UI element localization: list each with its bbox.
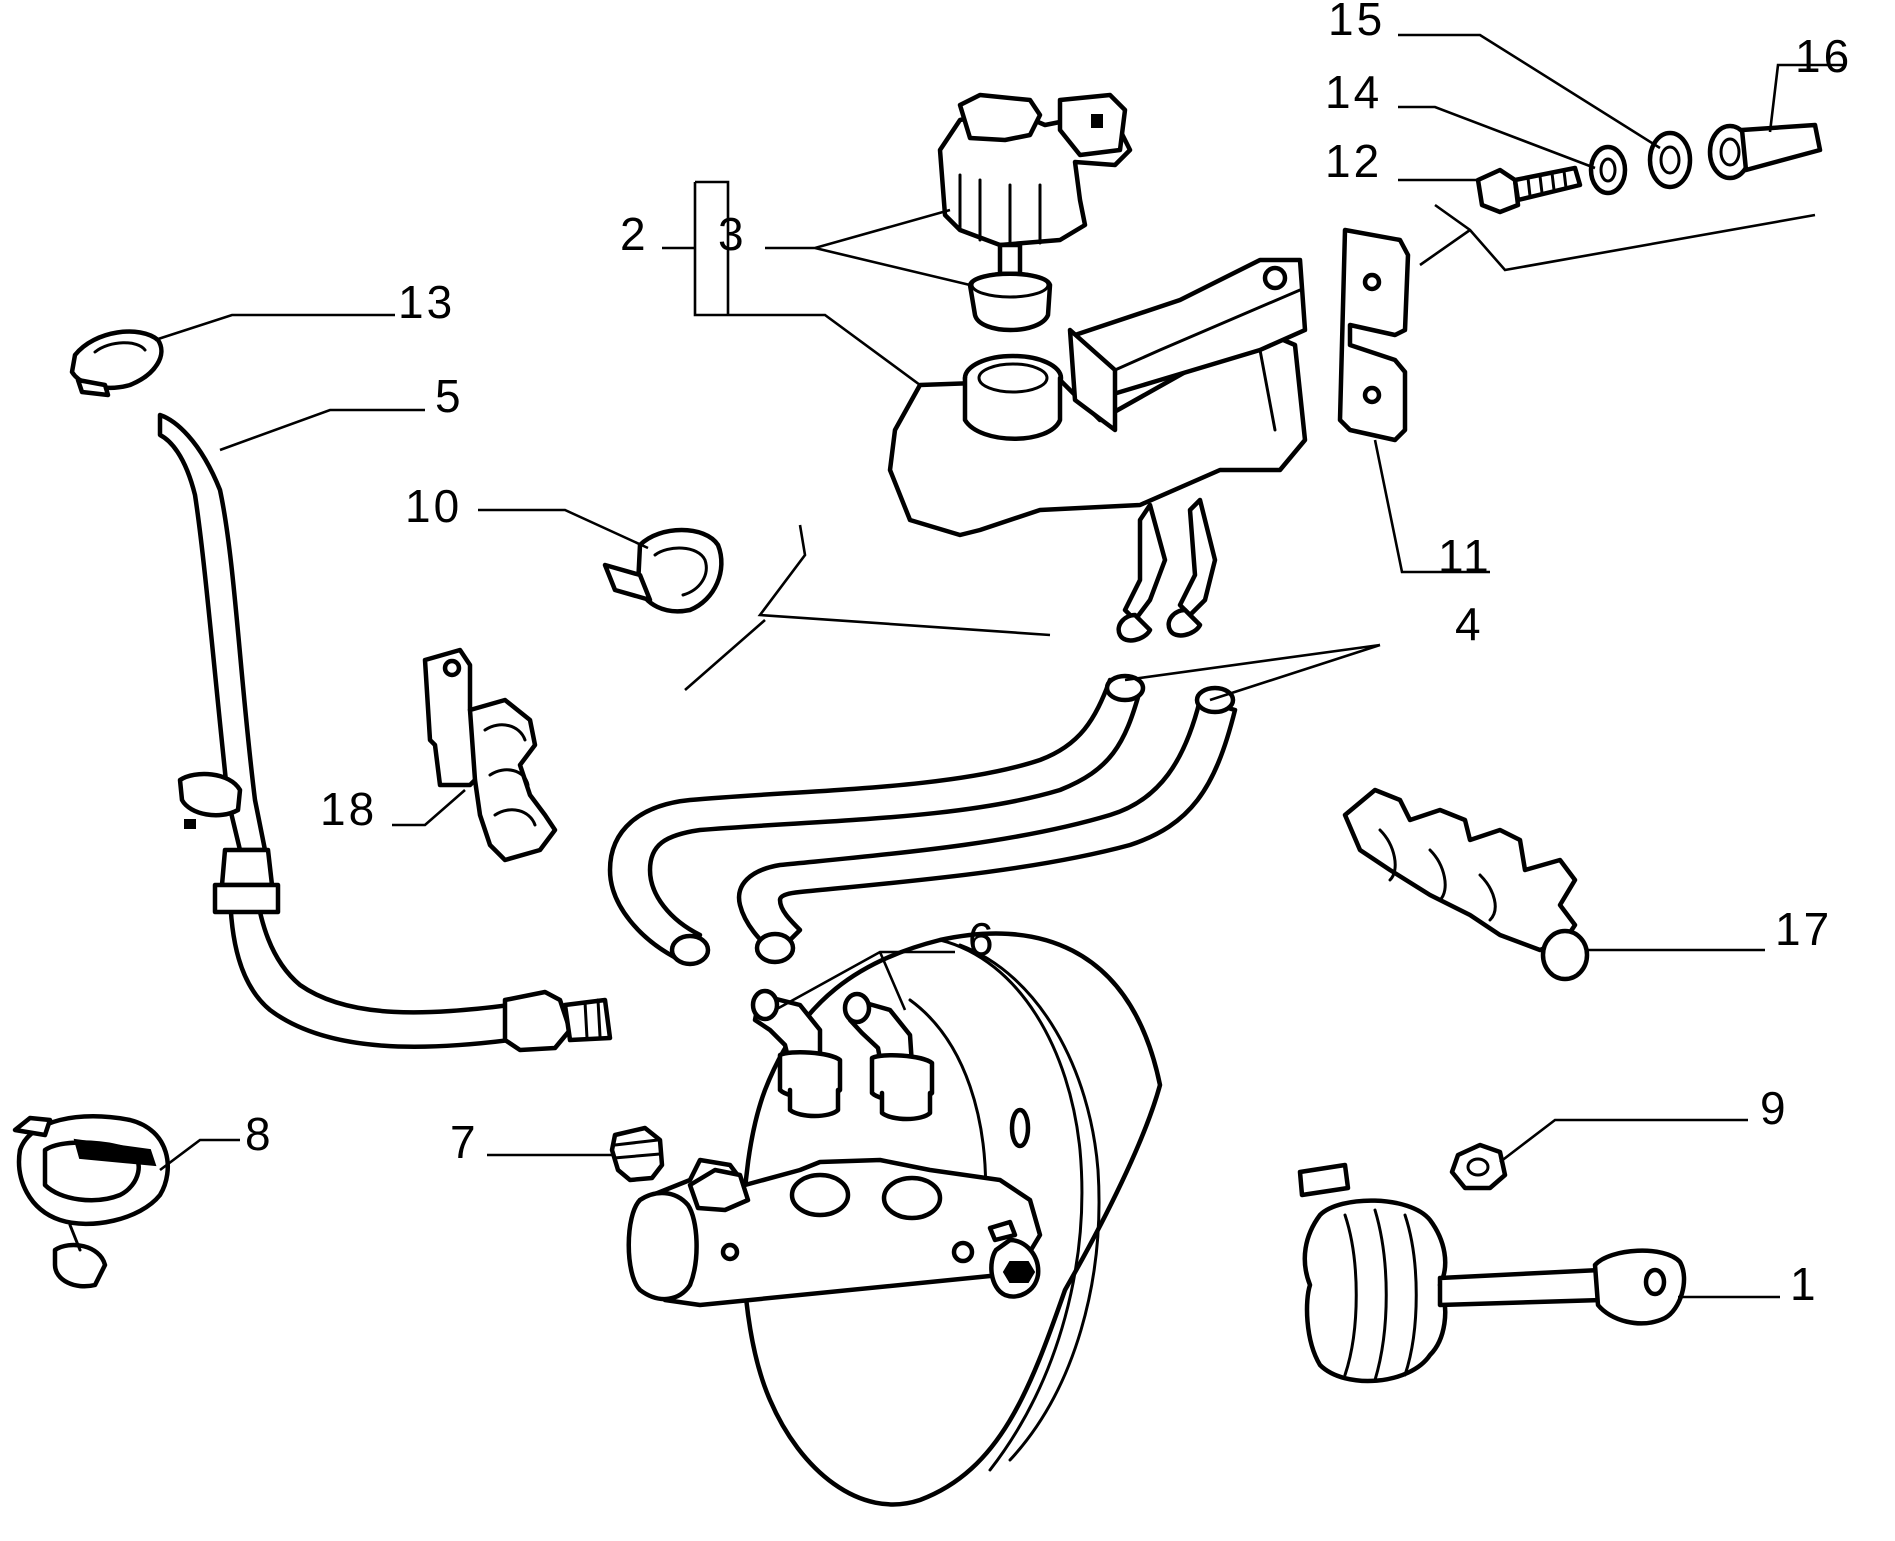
callout-14: 14: [1325, 66, 1382, 118]
master-cylinder: [626, 1157, 1043, 1308]
callout-16: 16: [1795, 30, 1852, 82]
bolt: [1475, 165, 1583, 215]
elbow-connectors: [750, 988, 935, 1122]
callout-labels: 1 2 3 4 5 6 7 8 9 10 11 12 13 14 15 16 1…: [245, 0, 1852, 1310]
callout-2: 2: [620, 208, 649, 260]
spacer-16: [1707, 122, 1823, 181]
cut-lines: [684, 203, 1816, 691]
callout-10: 10: [405, 480, 462, 532]
small-boot: [609, 1125, 665, 1183]
washer-14: [1588, 144, 1628, 196]
callout-6: 6: [968, 913, 997, 965]
hose-clip: [12, 1114, 170, 1289]
hose-holder-17: [1342, 787, 1590, 982]
hose-clamp-10: [602, 527, 724, 614]
fluid-reservoir: [887, 257, 1308, 643]
callout-5: 5: [435, 370, 464, 422]
callout-1: 1: [1790, 1258, 1819, 1310]
leader-lines: [154, 33, 1845, 1299]
callout-18: 18: [320, 783, 377, 835]
reservoir-hoses: [607, 673, 1238, 967]
callout-8: 8: [245, 1108, 274, 1160]
washer-15: [1647, 130, 1693, 190]
callout-12: 12: [1325, 135, 1382, 187]
callout-11: 11: [1438, 530, 1492, 582]
callout-17: 17: [1775, 903, 1832, 955]
callout-9: 9: [1760, 1082, 1789, 1134]
callout-7: 7: [450, 1116, 479, 1168]
callout-4: 4: [1455, 598, 1484, 650]
callout-13: 13: [398, 276, 455, 328]
bracket-plate: [1337, 227, 1411, 443]
callout-3: 3: [718, 208, 747, 260]
callout-15: 15: [1328, 0, 1385, 45]
bracket-holder-18: [422, 647, 558, 863]
reservoir-cap: [937, 92, 1133, 333]
hose-clamp-13: [69, 329, 164, 398]
vacuum-hose: [157, 412, 613, 1053]
nut: [1449, 1142, 1508, 1191]
